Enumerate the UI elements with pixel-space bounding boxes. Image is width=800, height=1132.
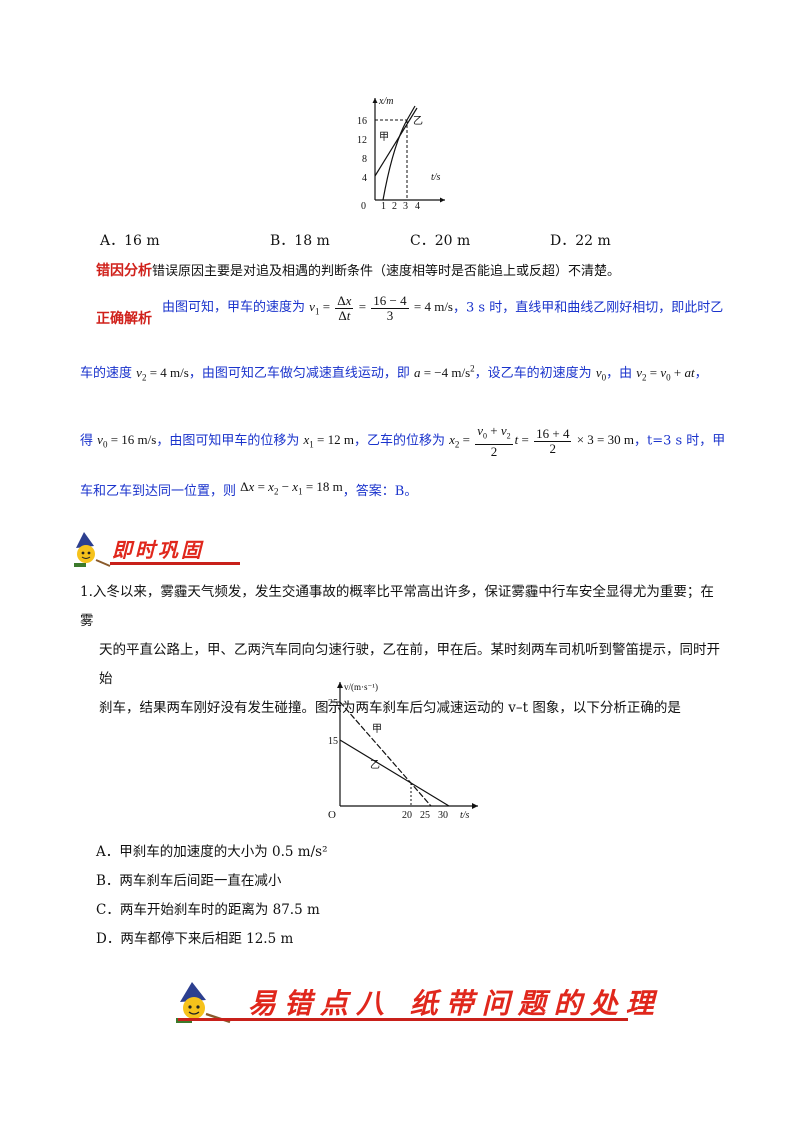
origin-label: O	[328, 809, 336, 821]
x-tick: 4	[415, 201, 420, 210]
y-tick: 25	[328, 698, 338, 709]
y-tick: 16	[357, 116, 367, 127]
choice-b: B．18 m	[270, 233, 330, 249]
error-analysis: 错因分析错误原因主要是对追及相遇的判断条件（速度相等时是否能追上或反超）不清楚。	[96, 260, 620, 280]
option-c: C．两车开始刹车时的距离为 87.5 m	[96, 902, 320, 918]
label-yi: 乙	[370, 759, 380, 771]
choice-d: D．22 m	[550, 233, 611, 249]
option-a: A．甲刹车的加速度的大小为 0.5 m/s²	[96, 844, 328, 860]
x-tick: 25	[420, 810, 430, 821]
review-banner-rule	[110, 562, 240, 565]
x-axis-label: t/s	[460, 810, 470, 821]
error-analysis-text: 错误原因主要是对追及相遇的判断条件（速度相等时是否能追上或反超）不清楚。	[152, 264, 621, 279]
y-tick: 15	[328, 736, 338, 747]
solution-line-3: 得 v0 = 16 m/s，由图可知甲车的位移为 x1 = 12 m，乙车的位移…	[80, 423, 726, 459]
question-1: 1.入冬以来，雾霾天气频发，发生交通事故的概率比平常高出许多，保证雾霾中行车安全…	[80, 578, 720, 723]
solution-tag: 正确解析	[96, 311, 152, 328]
x-axis-label: t/s	[431, 172, 441, 183]
solution-line-2: 车的速度 v2 = 4 m/s，由图可知乙车做匀减速直线运动，即 a = −4 …	[80, 363, 708, 383]
y-tick: 8	[362, 154, 367, 165]
label-yi: 乙	[413, 115, 423, 127]
x-tick: 3	[403, 201, 408, 210]
question-line-2: 天的平直公路上，甲、乙两汽车同向匀速行驶，乙在前，甲在后。某时刻两车司机听到警笛…	[99, 642, 720, 687]
label-jia: 甲	[372, 724, 382, 735]
y-tick: 4	[362, 173, 367, 184]
solution-line-4: 车和乙车到达同一位置，则 Δx = x2 − x1 = 18 m，答案：B。	[80, 479, 418, 499]
option-d: D．两车都停下来后相距 12.5 m	[96, 931, 294, 947]
review-banner: 即时巩固	[70, 530, 250, 570]
x-tick: 2	[392, 201, 397, 210]
error-analysis-tag: 错因分析	[96, 263, 152, 279]
graph-x-t: x/m t/s 16 12 8 4 0 1 2 3 4 甲 乙	[357, 96, 445, 210]
x-tick: 1	[381, 201, 386, 210]
question-line-3: 刹车，结果两车刚好没有发生碰撞。图示为两车刹车后匀减速运动的 v–t 图象，以下…	[99, 700, 681, 716]
question-line-1: 入冬以来，雾霾天气频发，发生交通事故的概率比平常高出许多，保证雾霾中行车安全显得…	[80, 584, 714, 629]
y-axis-label: v/(m·s⁻¹)	[344, 682, 378, 692]
question-options: A．甲刹车的加速度的大小为 0.5 m/s² B．两车刹车后间距一直在减小 C．…	[96, 838, 328, 954]
x-tick: 0	[361, 201, 366, 210]
section-banner-title: 易错点八 纸带问题的处理	[248, 987, 662, 1020]
label-jia: 甲	[379, 132, 389, 143]
section-banner: 易错点八 纸带问题的处理	[170, 980, 654, 1026]
y-axis-label: x/m	[378, 96, 393, 107]
y-tick: 12	[357, 135, 367, 146]
wizard-mascot-icon	[74, 532, 111, 567]
section-banner-rule	[178, 1018, 628, 1021]
graph-v-t: v/(m·s⁻¹) 25 15 O 20 25 30 t/s 甲 乙	[328, 682, 478, 821]
x-tick: 20	[402, 810, 412, 821]
x-tick: 30	[438, 810, 448, 821]
review-banner-title: 即时巩固	[112, 538, 204, 562]
question-number: 1.	[80, 584, 93, 600]
choice-a: A．16 m	[100, 233, 160, 249]
choice-c: C．20 m	[410, 233, 471, 249]
option-b: B．两车刹车后间距一直在减小	[96, 873, 282, 889]
